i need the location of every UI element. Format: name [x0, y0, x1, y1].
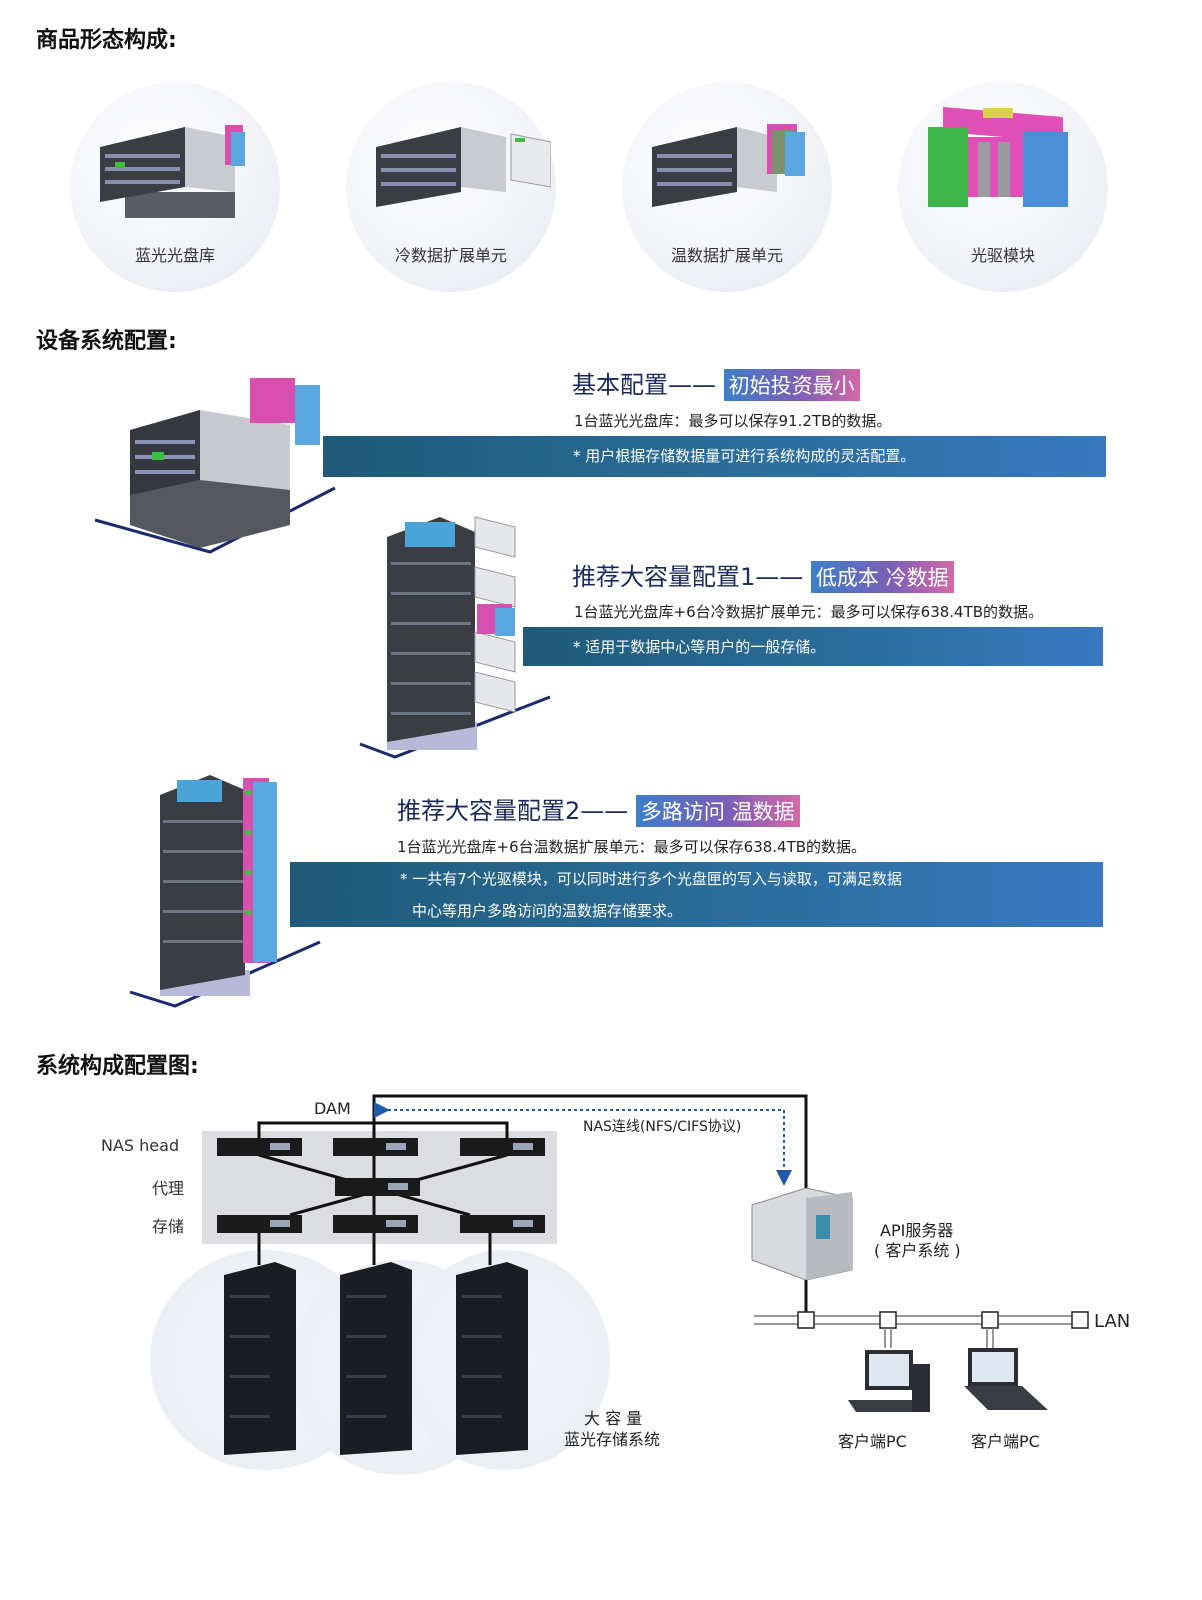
product-cold-expansion: 冷数据扩展单元	[346, 82, 556, 292]
config-heading-text: 基本配置	[572, 371, 668, 399]
basic-config-illustration	[94, 378, 336, 554]
config-note-line: 中心等用户多路访问的温数据存储要求。	[412, 902, 683, 920]
config-note-line: * 适用于数据中心等用户的一般存储。	[573, 638, 826, 656]
config-heading-dash: ——	[668, 371, 716, 399]
product-label: 光驱模块	[970, 246, 1035, 265]
product-label: 冷数据扩展单元	[394, 246, 507, 265]
lan-label: LAN	[1094, 1311, 1131, 1332]
products-section-title: 商品形态构成:	[36, 28, 177, 53]
nas-head-label: NAS head	[101, 1136, 180, 1155]
product-warm-expansion: 温数据扩展单元	[622, 82, 832, 292]
api-server-sublabel: ( 客户系统 )	[874, 1241, 961, 1260]
storage-system-sublabel: 蓝光存储系统	[564, 1430, 661, 1449]
config-description: 1台蓝光光盘库：最多可以保存91.2TB的数据。	[574, 412, 892, 430]
storage-system-label: 大 容 量	[584, 1409, 643, 1428]
client-pc-label: 客户端PC	[838, 1432, 907, 1451]
drive-module-icon	[928, 107, 1068, 207]
config-note-line: * 用户根据存储数据量可进行系统构成的灵活配置。	[573, 447, 916, 465]
system-diagram-lines	[217, 1094, 1089, 1455]
product-label: 蓝光光盘库	[134, 246, 215, 265]
config-description: 1台蓝光光盘库+6台冷数据扩展单元：最多可以保存638.4TB的数据。	[574, 603, 1044, 621]
client-pc-label: 客户端PC	[971, 1432, 1040, 1451]
proxy-label: 代理	[152, 1179, 185, 1198]
config-heading-text: 推荐大容量配置1	[572, 563, 756, 591]
config-tag: 初始投资最小	[723, 369, 860, 401]
api-server-label: API服务器	[880, 1221, 954, 1240]
config-heading-text: 推荐大容量配置2	[397, 797, 581, 825]
product-drive-module: 光驱模块	[898, 82, 1108, 292]
product-disc-library: 蓝光光盘库	[70, 82, 280, 292]
diagram-section-title: 系统构成配置图:	[36, 1054, 199, 1079]
config-description: 1台蓝光光盘库+6台温数据扩展单元：最多可以保存638.4TB的数据。	[397, 838, 867, 856]
product-label: 温数据扩展单元	[670, 246, 783, 265]
config-note-bar: * 适用于数据中心等用户的一般存储。	[523, 627, 1103, 666]
config-note-bar: * 一共有7个光驱模块，可以同时进行多个光盘匣的写入与读取，可满足数据 中心等用…	[290, 862, 1103, 927]
config-note-bar: * 用户根据存储数据量可进行系统构成的灵活配置。	[323, 436, 1106, 477]
config-tag: 低成本 冷数据	[810, 561, 954, 593]
config-section-title: 设备系统配置:	[36, 329, 177, 354]
nas-link-label: NAS连线(NFS/CIFS协议)	[583, 1119, 742, 1135]
cold-expansion-unit-icon	[376, 127, 551, 207]
high-capacity-config-1-illustration	[359, 516, 551, 759]
high-capacity-config-2-illustration	[129, 775, 321, 1008]
warm-expansion-unit-icon	[652, 124, 805, 207]
storage-label: 存储	[152, 1217, 185, 1236]
config-heading-basic: 基本配置—— 初始投资最小	[572, 365, 860, 401]
config-heading-dash: ——	[580, 797, 629, 825]
config-heading-dash: ——	[755, 563, 804, 591]
config-note-line: * 一共有7个光驱模块，可以同时进行多个光盘匣的写入与读取，可满足数据	[400, 870, 902, 888]
dam-label: DAM	[314, 1099, 351, 1118]
config-heading-high-1: 推荐大容量配置1—— 低成本 冷数据	[572, 557, 954, 593]
config-tag: 多路访问 温数据	[635, 795, 800, 827]
config-heading-high-2: 推荐大容量配置2—— 多路访问 温数据	[397, 791, 800, 827]
disc-library-icon	[100, 125, 245, 218]
